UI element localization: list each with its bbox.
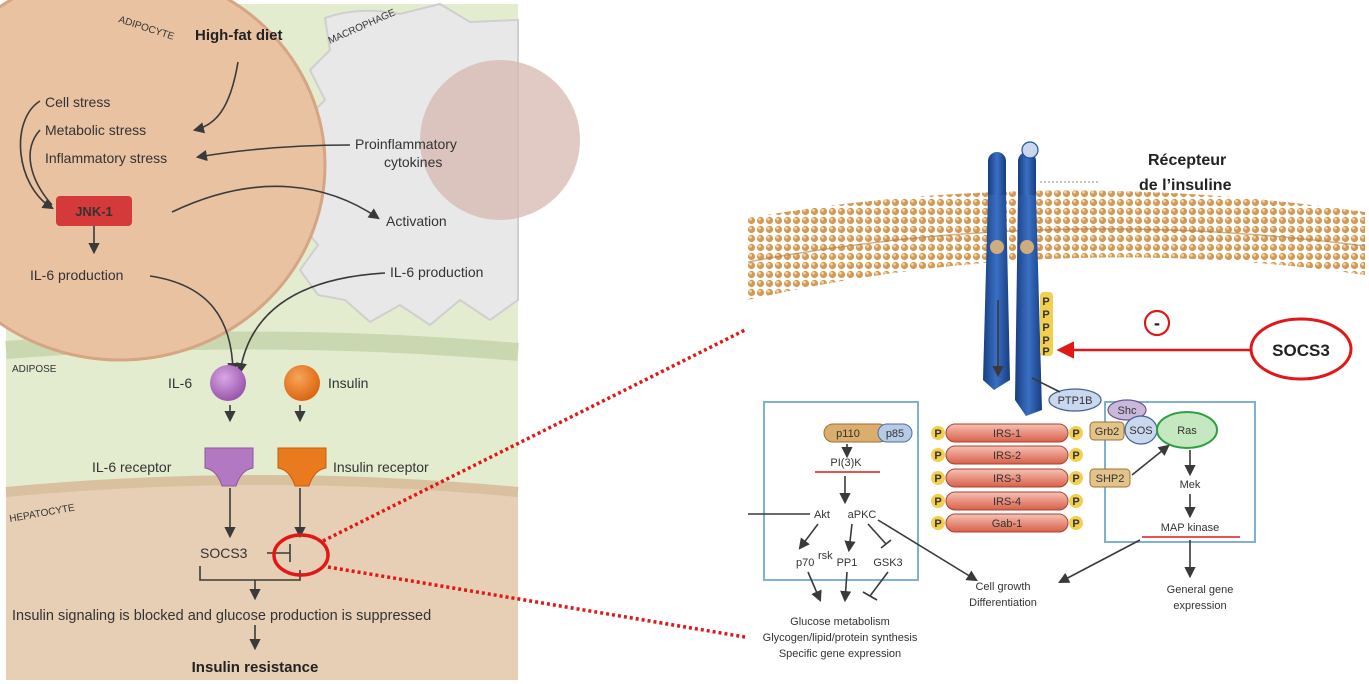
svg-text:P: P <box>1072 496 1079 508</box>
expression-label: expression <box>1173 600 1226 612</box>
differentiation-label: Differentiation <box>969 597 1037 609</box>
receptor-phosphates: P P P P P <box>1040 292 1053 358</box>
minus-sign: - <box>1154 313 1160 333</box>
activation-label: Activation <box>386 213 447 229</box>
irs-label: IRS-2 <box>993 450 1021 462</box>
grb2-label: Grb2 <box>1095 426 1119 438</box>
sos-label: SOS <box>1129 425 1152 437</box>
shp2-label: SHP2 <box>1096 473 1125 485</box>
insulin-receptor <box>983 142 1042 416</box>
p110-label: p110 <box>836 428 860 440</box>
cytokines-label: cytokines <box>384 154 442 170</box>
svg-text:P: P <box>934 450 941 462</box>
svg-text:P: P <box>934 473 941 485</box>
cell-growth-label: Cell growth <box>975 581 1030 593</box>
metabolic-stress-label: Metabolic stress <box>45 122 146 138</box>
akt-label: Akt <box>814 509 830 521</box>
jnk1-label: JNK-1 <box>75 204 113 219</box>
ras-label: Ras <box>1177 425 1197 437</box>
insulin-label: Insulin <box>328 375 368 391</box>
left-panel: ADIPOCYTE MACROPHAGE ADIPOSE HEPATOCYTE … <box>0 0 580 680</box>
p70-superscript: rsk <box>818 550 833 562</box>
insulin-resistance-label: Insulin resistance <box>192 659 319 676</box>
glucose-metabolism-label: Glucose metabolism <box>790 616 890 628</box>
il6-receptor-label: IL-6 receptor <box>92 459 172 475</box>
high-fat-diet-label: High-fat diet <box>195 27 283 44</box>
pi3k-label: PI(3)K <box>830 457 862 469</box>
synthesis-label: Glycogen/lipid/protein synthesis <box>763 632 918 644</box>
pp1-label: PP1 <box>837 557 858 569</box>
svg-text:P: P <box>1072 473 1079 485</box>
irs-label: Gab-1 <box>992 518 1023 530</box>
p85-label: p85 <box>886 428 904 440</box>
map-kinase-label: MAP kinase <box>1161 522 1220 534</box>
irs-label: IRS-1 <box>993 428 1021 440</box>
irs-label: IRS-3 <box>993 473 1021 485</box>
adipose-label: ADIPOSE <box>12 364 57 375</box>
svg-text:P: P <box>934 428 941 440</box>
svg-text:P: P <box>934 496 941 508</box>
insulin-receptor-label: Insulin receptor <box>333 459 429 475</box>
cell-membrane <box>748 190 1365 300</box>
ptp1b-label: PTP1B <box>1058 395 1093 407</box>
irs-label: IRS-4 <box>993 496 1021 508</box>
socs3-label-left: SOCS3 <box>200 545 248 561</box>
svg-text:P: P <box>1042 322 1049 334</box>
socs3-label-right: SOCS3 <box>1272 341 1330 360</box>
gsk3-label: GSK3 <box>873 557 902 569</box>
insulin-ligand <box>1022 142 1038 158</box>
svg-text:P: P <box>1072 428 1079 440</box>
specific-gene-label: Specific gene expression <box>779 648 901 660</box>
inflammatory-stress-label: Inflammatory stress <box>45 150 167 166</box>
il6-production-macrophage-label: IL-6 production <box>390 264 483 280</box>
il6-production-adipocyte-label: IL-6 production <box>30 267 123 283</box>
irs-stack: IRS-1 IRS-2 IRS-3 IRS-4 Gab-1 P P P P P … <box>931 424 1083 532</box>
il6-molecule <box>210 365 246 401</box>
general-gene-label: General gene <box>1167 584 1234 596</box>
svg-text:P: P <box>1042 296 1049 308</box>
apkc-label: aPKC <box>848 509 877 521</box>
right-panel: Récepteur de l’insuline P P P P P - SOCS… <box>748 142 1365 660</box>
svg-text:P: P <box>1042 346 1049 358</box>
receptor-label-line2: de l’insuline <box>1139 177 1232 194</box>
svg-text:P: P <box>1072 450 1079 462</box>
shc-label: Shc <box>1118 405 1137 417</box>
insulin-blocked-text: Insulin signaling is blocked and glucose… <box>12 608 431 624</box>
mek-label: Mek <box>1180 479 1201 491</box>
insulin-molecule <box>284 365 320 401</box>
proinflammatory-label: Proinflammatory <box>355 136 457 152</box>
svg-text:P: P <box>934 518 941 530</box>
p70-label: p70 <box>796 557 814 569</box>
cell-stress-label: Cell stress <box>45 94 110 110</box>
il6-label: IL-6 <box>168 375 192 391</box>
hepatocyte-region <box>6 483 518 681</box>
receptor-label-line1: Récepteur <box>1148 152 1226 169</box>
svg-text:P: P <box>1042 309 1049 321</box>
svg-text:P: P <box>1072 518 1079 530</box>
